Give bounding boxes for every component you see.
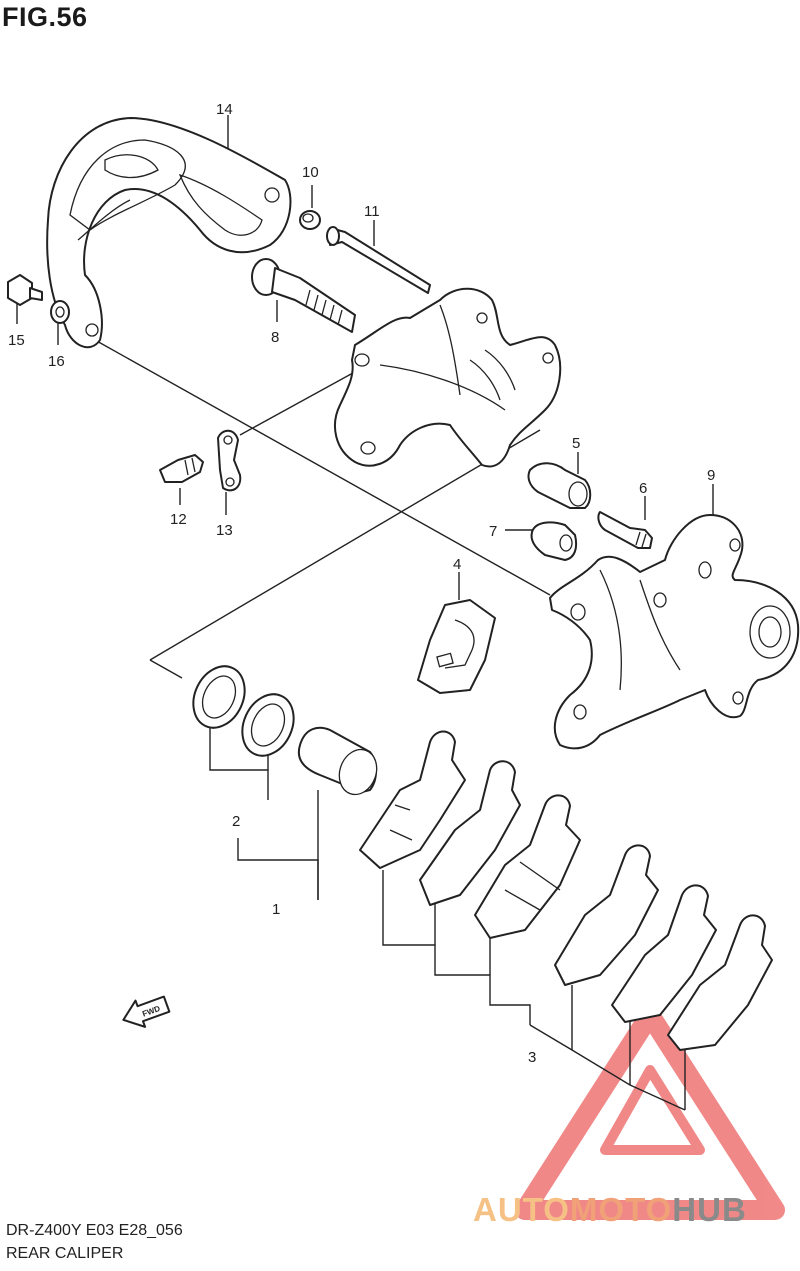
callout-12: 12 bbox=[170, 511, 187, 528]
footer-section-name: REAR CALIPER bbox=[6, 1245, 124, 1262]
boot-part-7 bbox=[530, 521, 578, 561]
callout-16: 16 bbox=[48, 353, 65, 370]
pad-spring-part-4 bbox=[417, 599, 496, 694]
callout-5: 5 bbox=[572, 435, 580, 452]
callout-2: 2 bbox=[232, 813, 240, 830]
figure-title: FIG.56 bbox=[2, 2, 88, 32]
bush-part-10 bbox=[299, 210, 321, 230]
seals-part-2 bbox=[192, 665, 295, 757]
callout-4: 4 bbox=[453, 556, 461, 573]
caliper-body bbox=[334, 287, 562, 468]
callout-7: 7 bbox=[489, 523, 497, 540]
bolt-part-5 bbox=[527, 462, 592, 509]
leader-lines bbox=[16, 115, 714, 1111]
watermark-hub: HUB bbox=[672, 1191, 747, 1228]
bolt-part-8 bbox=[251, 258, 356, 333]
washer-part-16 bbox=[50, 300, 70, 324]
callout-6: 6 bbox=[639, 480, 647, 497]
watermark-brand: AUTOMOTOHUB bbox=[473, 1191, 747, 1229]
watermark-triangle bbox=[515, 1005, 785, 1220]
bleeder-part-12 bbox=[159, 454, 204, 483]
callout-1: 1 bbox=[272, 901, 280, 918]
watermark-auto: AUTO bbox=[473, 1191, 570, 1228]
callout-14: 14 bbox=[216, 101, 233, 118]
bolt-part-15 bbox=[7, 274, 43, 306]
callout-15: 15 bbox=[8, 332, 25, 349]
brake-pads-part-3 bbox=[359, 730, 773, 1051]
callout-labels: 1 2 3 4 5 6 7 8 9 10 11 12 13 14 15 16 bbox=[8, 101, 715, 1066]
callout-10: 10 bbox=[302, 164, 319, 181]
callout-9: 9 bbox=[707, 467, 715, 484]
callout-3: 3 bbox=[528, 1049, 536, 1066]
fwd-arrow-icon: FWD bbox=[122, 995, 171, 1028]
holder-part-9 bbox=[549, 514, 800, 750]
cap-part-13 bbox=[217, 429, 242, 492]
pin-part-11 bbox=[326, 226, 431, 294]
piston-part-1 bbox=[297, 726, 378, 796]
watermark-moto: MOTO bbox=[569, 1191, 673, 1228]
callout-8: 8 bbox=[271, 329, 279, 346]
bracket-part-14 bbox=[46, 117, 292, 349]
callout-13: 13 bbox=[216, 522, 233, 539]
footer-model-code: DR-Z400Y E03 E28_056 bbox=[6, 1222, 183, 1239]
callout-11: 11 bbox=[364, 203, 380, 220]
pin-part-6 bbox=[597, 511, 653, 549]
